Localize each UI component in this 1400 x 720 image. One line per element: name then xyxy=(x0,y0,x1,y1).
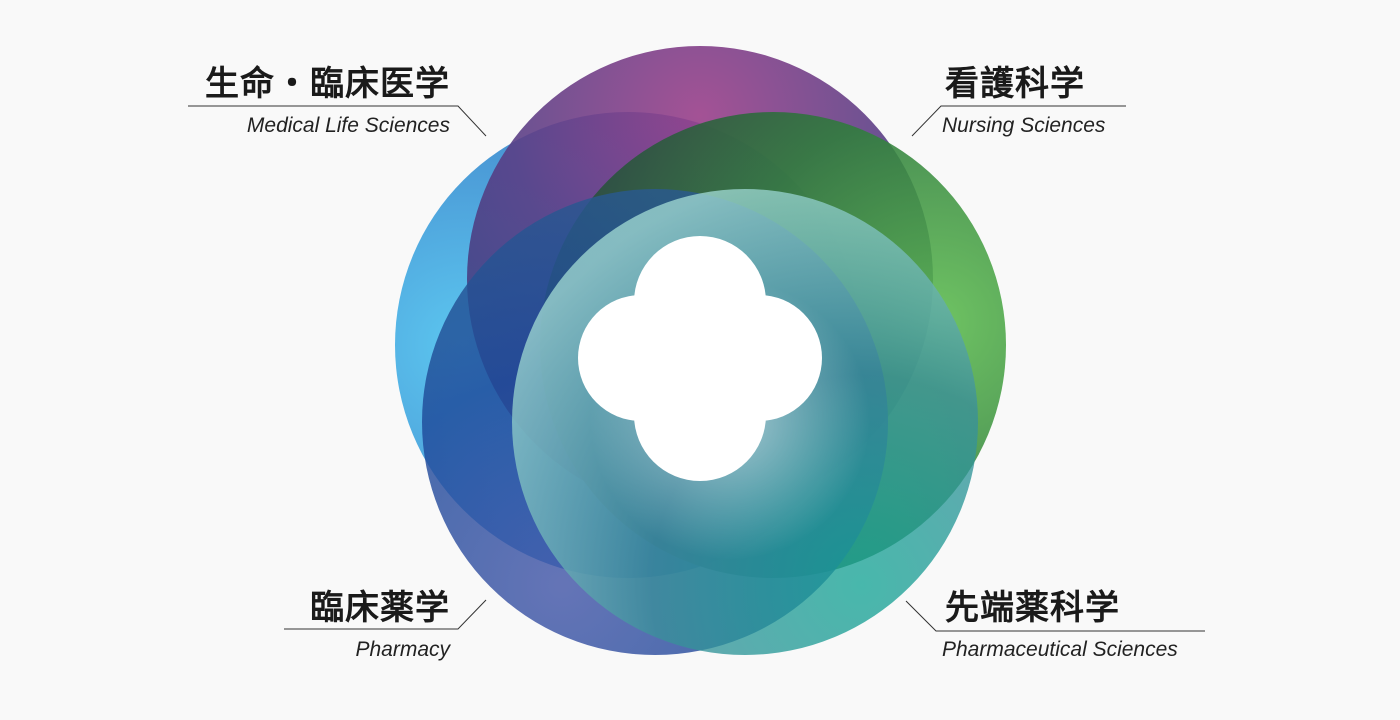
label-en: Nursing Sciences xyxy=(942,114,1106,137)
label-en: Pharmacy xyxy=(355,638,450,661)
leader-line-pharmsci xyxy=(905,600,1205,632)
label-jp: 臨床薬学 xyxy=(310,588,450,628)
leader-line-medical xyxy=(188,105,487,137)
label-jp: 看護科学 xyxy=(945,64,1085,104)
label-pharmaceutical-sciences: 先端薬科学 Pharmaceutical Sciences xyxy=(940,580,1240,670)
label-jp: 先端薬科学 xyxy=(945,588,1120,628)
leader-line-nursing xyxy=(911,105,1126,137)
leader-line-pharmacy xyxy=(284,599,487,630)
label-nursing-sciences: 看護科学 Nursing Sciences xyxy=(940,56,1240,146)
label-en: Medical Life Sciences xyxy=(246,114,450,137)
label-en: Pharmaceutical Sciences xyxy=(942,638,1178,661)
center-quatrefoil xyxy=(578,236,822,481)
label-medical-life-sciences: 生命・臨床医学 Medical Life Sciences xyxy=(150,56,450,146)
label-jp: 生命・臨床医学 xyxy=(205,64,450,104)
label-pharmacy: 臨床薬学 Pharmacy xyxy=(150,580,450,670)
